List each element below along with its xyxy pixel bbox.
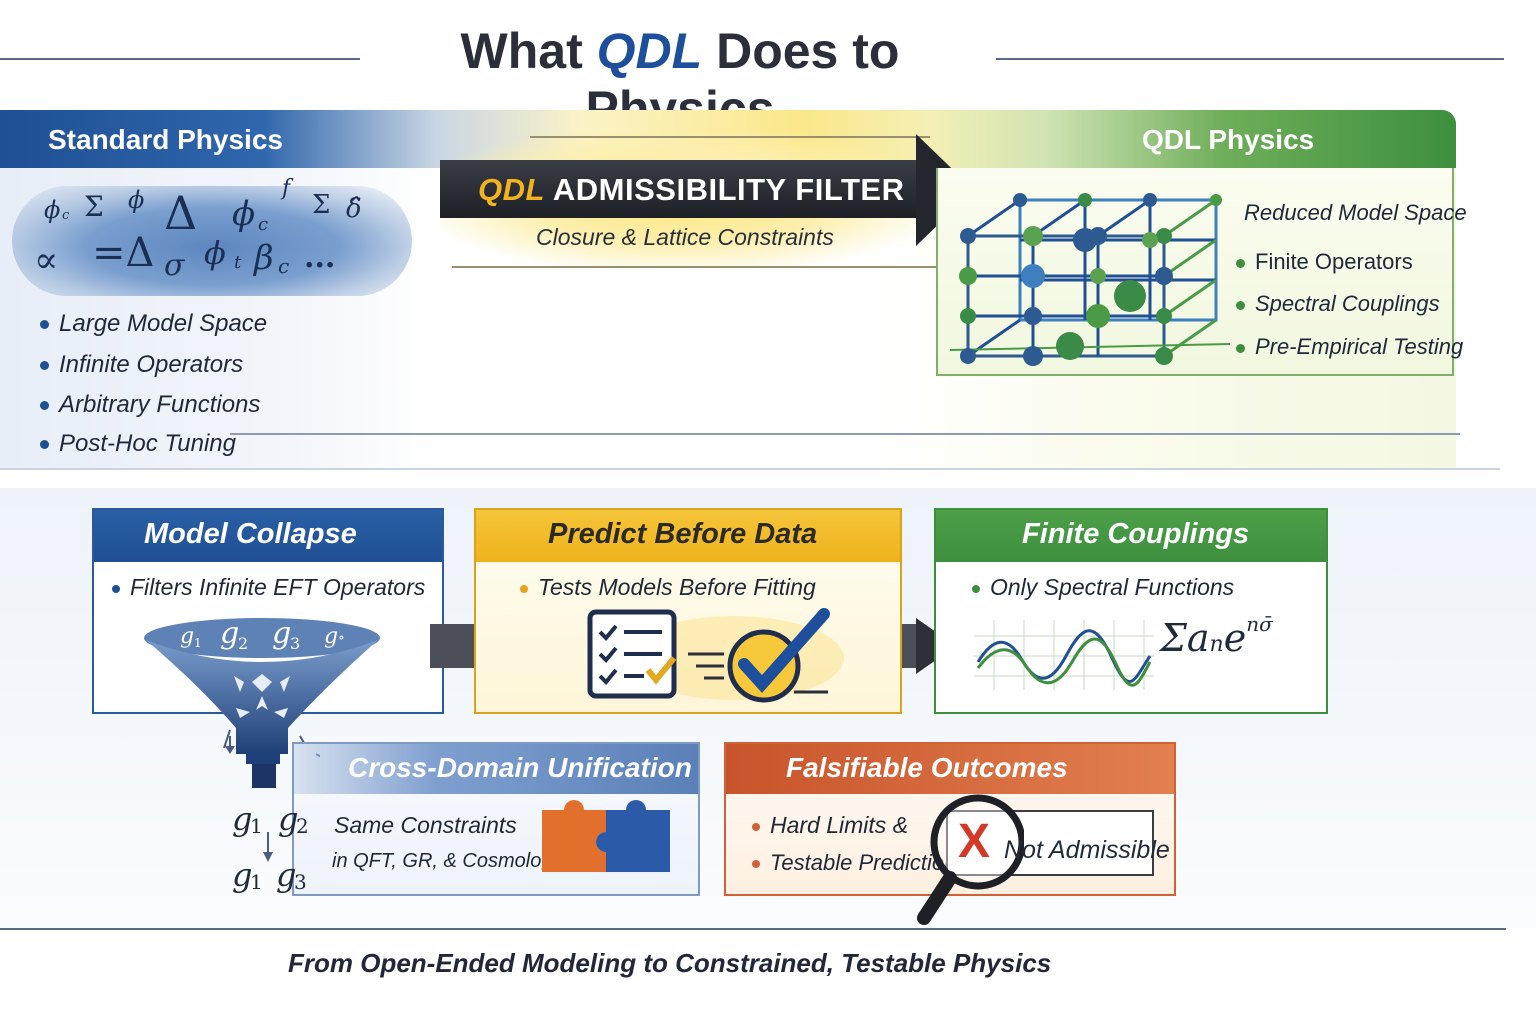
qdl-bullet: Spectral Couplings	[1236, 291, 1440, 317]
symbol: f	[282, 176, 291, 201]
title-accent: QDL	[596, 23, 703, 79]
standard-physics-header: Standard Physics	[48, 124, 283, 155]
qdl-bullet: Pre-Empirical Testing	[1236, 334, 1463, 360]
symbol: Σ	[312, 190, 331, 220]
finite-couplings-bullet: Only Spectral Functions	[972, 574, 1234, 601]
g-label: g	[278, 800, 299, 838]
footer-rule	[0, 928, 1506, 930]
title-before: What	[460, 23, 597, 79]
symbol: Σ	[84, 190, 104, 223]
g-label: 2	[296, 814, 309, 838]
funnel-icon	[144, 618, 380, 788]
predict-title: Predict Before Data	[548, 518, 818, 550]
symbol: =Δ	[92, 230, 155, 276]
symbol: β	[254, 238, 274, 278]
cross-domain-line1: Same Constraints	[334, 812, 517, 838]
g-label: 1	[250, 870, 263, 894]
funnel-label: 1	[194, 636, 202, 650]
symbol: ϕ	[44, 196, 61, 224]
filter-rule	[530, 136, 930, 138]
g-label: g	[276, 856, 297, 894]
card-header	[726, 744, 1174, 794]
g-label: 3	[294, 870, 307, 894]
equation-cloud	[12, 186, 412, 296]
symbol: ϕ	[232, 194, 256, 234]
symbol: σ	[164, 248, 185, 283]
falsifiable-title: Falsifiable Outcomes	[786, 752, 1068, 783]
standard-bullet: Arbitrary Functions	[40, 391, 260, 419]
footer-caption: From Open-Ended Modeling to Constrained,…	[288, 948, 1052, 978]
title-rule-right	[996, 58, 1504, 60]
cross-domain-title: Cross-Domain Unification	[348, 752, 692, 783]
formula-sum: Σanenσ̄	[1160, 612, 1273, 660]
not-admissible-label: Not Admissible	[1004, 836, 1170, 864]
funnel-label: 2	[238, 634, 249, 653]
symbol: ϕ	[128, 186, 145, 214]
symbol: δ̂	[346, 194, 362, 224]
filter-rule	[452, 266, 952, 268]
wave-icon	[974, 620, 1154, 690]
card-header	[94, 510, 442, 562]
finite-couplings-card: Finite Couplings Only Spectral Functions	[934, 508, 1328, 714]
funnel-label: 3	[290, 634, 301, 653]
divider-line	[230, 433, 1460, 435]
flow-arrow-body	[430, 624, 476, 668]
cross-domain-line2: in QFT, GR, & Cosmology	[332, 850, 563, 872]
funnel-label: g	[272, 616, 292, 651]
g-label: g	[232, 856, 253, 894]
filter-label: QDL ADMISSIBILITY FILTER	[478, 172, 905, 207]
card-header	[294, 744, 698, 794]
funnel-label: g	[180, 624, 195, 649]
funnel-label: g	[324, 624, 339, 649]
finite-couplings-title: Finite Couplings	[1022, 518, 1250, 550]
symbol: c	[278, 254, 290, 278]
qdl-bullet: Finite Operators	[1236, 249, 1413, 275]
falsifiable-bullet: Hard Limits &	[752, 812, 908, 839]
standard-bullet: Large Model Space	[40, 310, 267, 338]
symbol: ∝	[34, 240, 59, 281]
card-header	[936, 510, 1326, 562]
g-label: 1	[250, 814, 263, 838]
qdl-physics-header: QDL Physics	[1142, 124, 1315, 155]
cross-arrows-icon	[225, 736, 320, 862]
reduced-model-space-label: Reduced Model Space	[1244, 200, 1467, 225]
symbol: c	[62, 208, 70, 223]
divider-line	[0, 468, 1500, 470]
reject-mark: X	[958, 815, 991, 868]
funnel-label: ∘	[338, 630, 345, 646]
standard-bullet: Infinite Operators	[40, 351, 243, 379]
magnifier-icon	[917, 794, 1024, 925]
funnel-label: g	[220, 616, 240, 651]
model-collapse-bullet: Filters Infinite EFT Operators	[112, 574, 425, 601]
lattice-cube-icon	[950, 193, 1231, 366]
g-label: g	[232, 800, 253, 838]
standard-bullet: Post-Hoc Tuning	[40, 430, 236, 458]
filter-subtitle: Closure & Lattice Constraints	[536, 224, 834, 250]
puzzle-icon	[542, 800, 670, 872]
title-rule-left	[0, 58, 360, 60]
symbol: ...	[304, 240, 336, 275]
card-header	[476, 510, 900, 562]
predict-bullet: Tests Models Before Fitting	[520, 574, 816, 601]
symbol: ϕ	[204, 234, 226, 272]
symbol: c	[258, 214, 269, 235]
symbol: t	[234, 252, 242, 273]
checkmark-circle-icon	[727, 608, 830, 703]
model-collapse-title: Model Collapse	[144, 518, 357, 550]
symbol: Δ	[164, 186, 198, 240]
filter-arrow-body	[440, 160, 918, 218]
not-admissible-stamp	[946, 810, 1154, 876]
